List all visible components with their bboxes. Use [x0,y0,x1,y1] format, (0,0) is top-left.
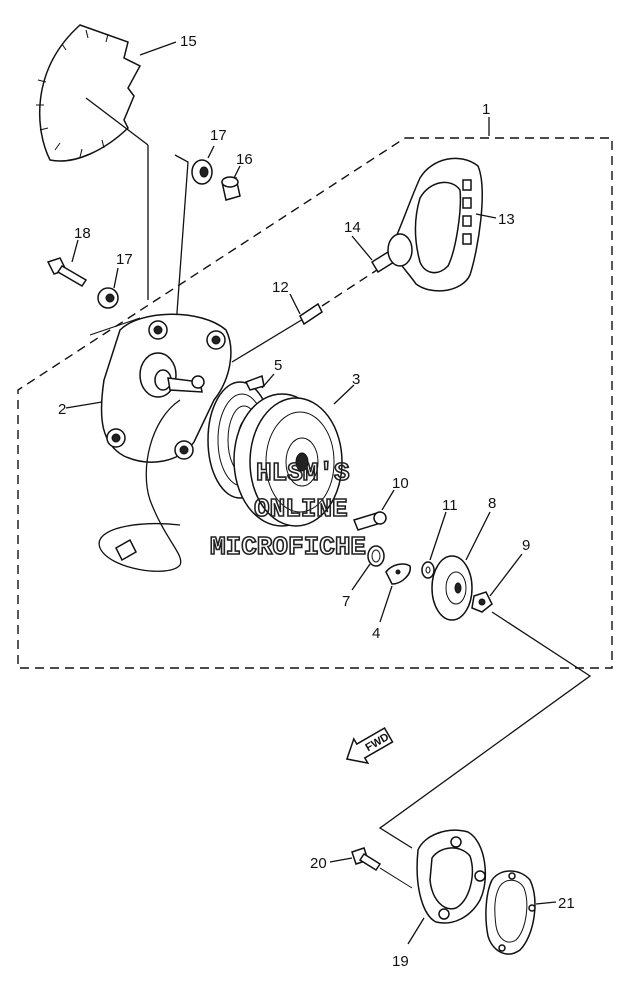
callout-12: 12 [272,279,289,296]
part-10-pin [353,511,387,531]
callout-19: 19 [392,953,409,970]
leader-7 [351,563,371,591]
part-17-spacer-lower [97,287,119,309]
rope-end-grip [115,538,137,562]
leader-3 [333,384,355,405]
part-7-spring [367,545,385,567]
assembly-boundary [17,137,613,669]
callout-8: 8 [488,495,496,512]
part-8-drive-plate [431,555,473,621]
callout-13: 13 [498,211,515,228]
part-9-nut [471,591,493,613]
leader-17a [207,145,215,159]
leader-19 [407,917,425,945]
callout-14: 14 [344,219,361,236]
callout-4: 4 [372,625,380,642]
part-21-gasket [485,870,536,955]
axis-line [321,267,381,307]
callout-20: 20 [310,855,327,872]
part-3-rope-pulley [233,393,343,527]
watermark-line-1: HLSM'S [256,458,350,488]
part-2-starter-housing [100,313,232,463]
leader-17b [113,267,119,289]
callout-18: 18 [74,225,91,242]
leader-2 [65,401,103,409]
watermark: HLSM'S ONLINE MICROFICHE [209,457,367,563]
fwd-arrow-icon: FWD [345,727,394,765]
callout-10: 10 [392,475,409,492]
callout-21: 21 [558,895,575,912]
part-16-collar [221,176,241,201]
callout-5: 5 [274,357,282,374]
leader-16 [233,165,241,179]
leader-15 [139,41,177,56]
part-17-spacer-upper [191,159,213,185]
callout-11: 11 [442,497,458,514]
watermark-line-3: MICROFICHE [210,532,366,562]
part-20-bolt [351,847,382,872]
leader-17-path [174,154,189,341]
leader-11 [429,511,447,561]
callout-3: 3 [352,371,360,388]
leader-18 [71,239,79,263]
callout-1: 1 [482,101,490,118]
callout-2: 2 [58,401,66,418]
leader-5 [261,373,275,389]
part-4-pawl [385,563,411,585]
part-19-cover [416,829,487,924]
guide-line [89,317,141,336]
part-13-starter-handle [387,157,483,292]
leader-10 [381,489,395,511]
leader-8 [465,511,491,561]
leader-13 [475,213,497,219]
callout-15: 15 [180,33,197,50]
bolt-guide [379,867,413,889]
leader-15b [85,97,149,146]
part-12-thread [299,302,323,326]
leader-20 [329,857,353,863]
watermark-line-2: ONLINE [254,494,348,524]
leader-9 [489,553,523,597]
connector-line [378,611,592,849]
part-11-washer [421,561,435,579]
leader-12 [289,293,301,315]
callout-9: 9 [522,537,530,554]
leader-14 [351,235,373,261]
starter-rope [98,399,182,572]
callout-16: 16 [236,151,253,168]
callout-17-lower: 17 [116,251,133,268]
part-15-decal [36,24,142,162]
callout-7: 7 [342,593,350,610]
leader-4 [379,585,393,623]
callout-17-upper: 17 [210,127,227,144]
part-18-bolt [46,257,88,288]
leader-21 [535,901,557,905]
